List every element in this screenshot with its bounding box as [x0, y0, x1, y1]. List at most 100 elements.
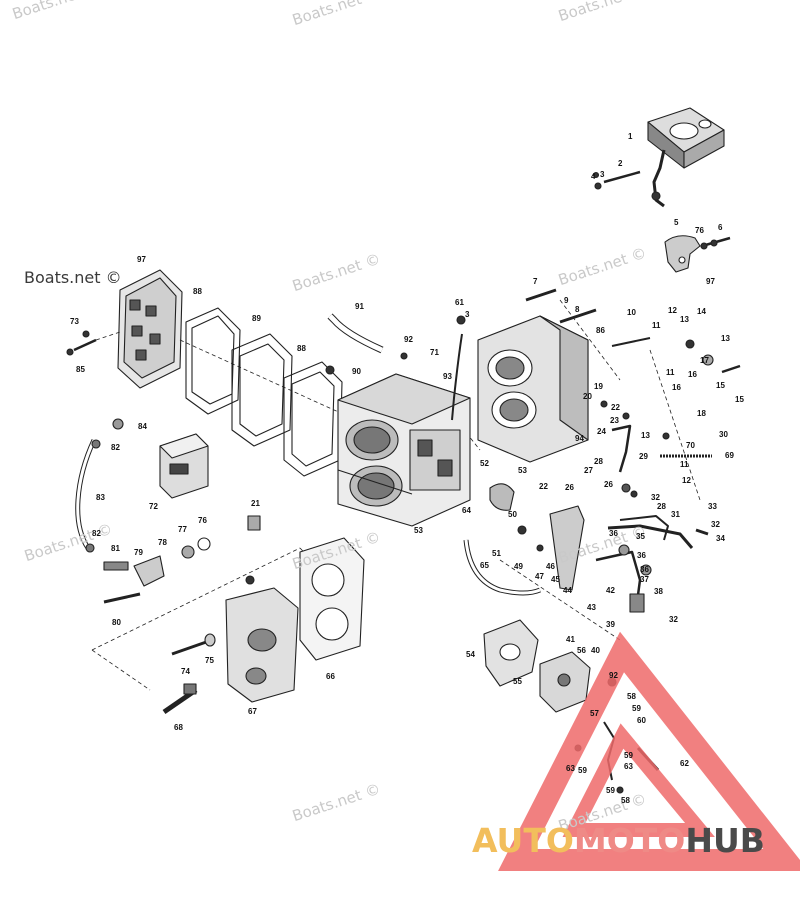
- part-callout-number: 64: [462, 506, 471, 515]
- part-callout-number: 7: [533, 277, 538, 286]
- part-callout-number: 69: [725, 451, 734, 460]
- part-callout-number: 93: [443, 372, 452, 381]
- logo-part-hub: HUB: [685, 821, 765, 860]
- automotohub-logo-text: AUTOMOTOHUB: [472, 824, 765, 857]
- part-fuel-hose-65: [463, 483, 544, 596]
- part-callout-number: 42: [606, 586, 615, 595]
- part-callout-number: 13: [641, 431, 650, 440]
- part-callout-number: 15: [735, 395, 744, 404]
- part-callout-number: 46: [546, 562, 555, 571]
- part-callout-number: 14: [697, 307, 706, 316]
- part-bolt-2: [592, 170, 641, 190]
- part-callout-number: 56: [577, 646, 586, 655]
- part-callout-number: 63: [624, 762, 633, 771]
- part-callout-number: 75: [205, 656, 214, 665]
- part-hose-91: [325, 313, 408, 375]
- part-callout-number: 24: [597, 427, 606, 436]
- part-callout-number: 74: [181, 667, 190, 676]
- part-callout-number: 59: [606, 786, 615, 795]
- part-callout-number: 27: [584, 466, 593, 475]
- part-gasket-89: [231, 333, 293, 447]
- part-callout-number: 32: [669, 615, 678, 624]
- part-callout-number: 70: [686, 441, 695, 450]
- part-bolt-74: [171, 633, 216, 656]
- part-callout-number: 44: [563, 586, 572, 595]
- part-callout-number: 36: [609, 529, 618, 538]
- part-callout-number: 81: [111, 544, 120, 553]
- part-callout-number: 16: [688, 370, 697, 379]
- part-callout-number: 66: [326, 672, 335, 681]
- part-hose-83: [75, 418, 124, 553]
- part-callout-number: 31: [671, 510, 680, 519]
- part-bracket-5: [664, 235, 731, 273]
- part-cover-54: [483, 619, 539, 687]
- part-callout-number: 43: [587, 603, 596, 612]
- part-callout-number: 34: [716, 534, 725, 543]
- part-cover-55: [539, 651, 591, 713]
- part-callout-number: 17: [700, 356, 709, 365]
- part-callout-number: 71: [430, 348, 439, 357]
- part-callout-number: 61: [455, 298, 464, 307]
- part-callout-number: 57: [590, 709, 599, 718]
- part-crankcase-cover: [451, 288, 597, 463]
- part-callout-number: 40: [591, 646, 600, 655]
- part-callout-number: 11: [652, 321, 661, 330]
- part-thermostat-72: [159, 433, 209, 499]
- part-callout-number: 53: [414, 526, 423, 535]
- part-callout-number: 26: [565, 483, 574, 492]
- part-fittings-left: [103, 537, 211, 604]
- part-callout-number: 35: [636, 532, 645, 541]
- part-callout-number: 45: [551, 575, 560, 584]
- part-callout-number: 59: [578, 766, 587, 775]
- part-callout-number: 52: [480, 459, 489, 468]
- part-callout-number: 97: [706, 277, 715, 286]
- part-callout-number: 8: [575, 305, 580, 314]
- part-callout-number: 77: [178, 525, 187, 534]
- part-spark-plug-68: [162, 683, 198, 715]
- part-callout-number: 80: [112, 618, 121, 627]
- part-callout-number: 92: [609, 671, 618, 680]
- part-callout-number: 84: [138, 422, 147, 431]
- part-callout-number: 22: [539, 482, 548, 491]
- part-callout-number: 26: [604, 480, 613, 489]
- part-callout-number: 32: [651, 493, 660, 502]
- part-callout-number: 49: [514, 562, 523, 571]
- part-callout-number: 53: [518, 466, 527, 475]
- part-callout-number: 88: [297, 344, 306, 353]
- part-callout-number: 62: [680, 759, 689, 768]
- part-callout-number: 6: [718, 223, 723, 232]
- part-callout-number: 4: [591, 172, 596, 181]
- part-callout-number: 5: [674, 218, 679, 227]
- part-callout-number: 29: [639, 452, 648, 461]
- part-callout-number: 50: [508, 510, 517, 519]
- part-callout-number: 94: [575, 434, 584, 443]
- part-callout-number: 36: [637, 551, 646, 560]
- part-callout-number: 60: [637, 716, 646, 725]
- part-callout-number: 10: [627, 308, 636, 317]
- part-callout-number: 47: [535, 572, 544, 581]
- part-callout-number: 13: [721, 334, 730, 343]
- part-callout-number: 1: [628, 132, 633, 141]
- part-callout-number: 58: [621, 796, 630, 805]
- part-callout-number: 11: [666, 368, 675, 377]
- part-callout-number: 89: [252, 314, 261, 323]
- part-callout-number: 9: [564, 296, 569, 305]
- part-callout-number: 21: [251, 499, 260, 508]
- part-callout-number: 82: [111, 443, 120, 452]
- part-callout-number: 86: [596, 326, 605, 335]
- part-callout-number: 63: [566, 764, 575, 773]
- part-callout-number: 19: [594, 382, 603, 391]
- watermark: Boats.net ©: [24, 268, 122, 287]
- part-callout-number: 36: [640, 565, 649, 574]
- part-callout-number: 76: [198, 516, 207, 525]
- part-callout-number: 28: [657, 502, 666, 511]
- part-callout-number: 41: [566, 635, 575, 644]
- part-callout-number: 65: [480, 561, 489, 570]
- part-callout-number: 2: [618, 159, 623, 168]
- part-callout-number: 58: [627, 692, 636, 701]
- part-callout-number: 88: [193, 287, 202, 296]
- part-callout-number: 51: [492, 549, 501, 558]
- part-callout-number: 82: [92, 529, 101, 538]
